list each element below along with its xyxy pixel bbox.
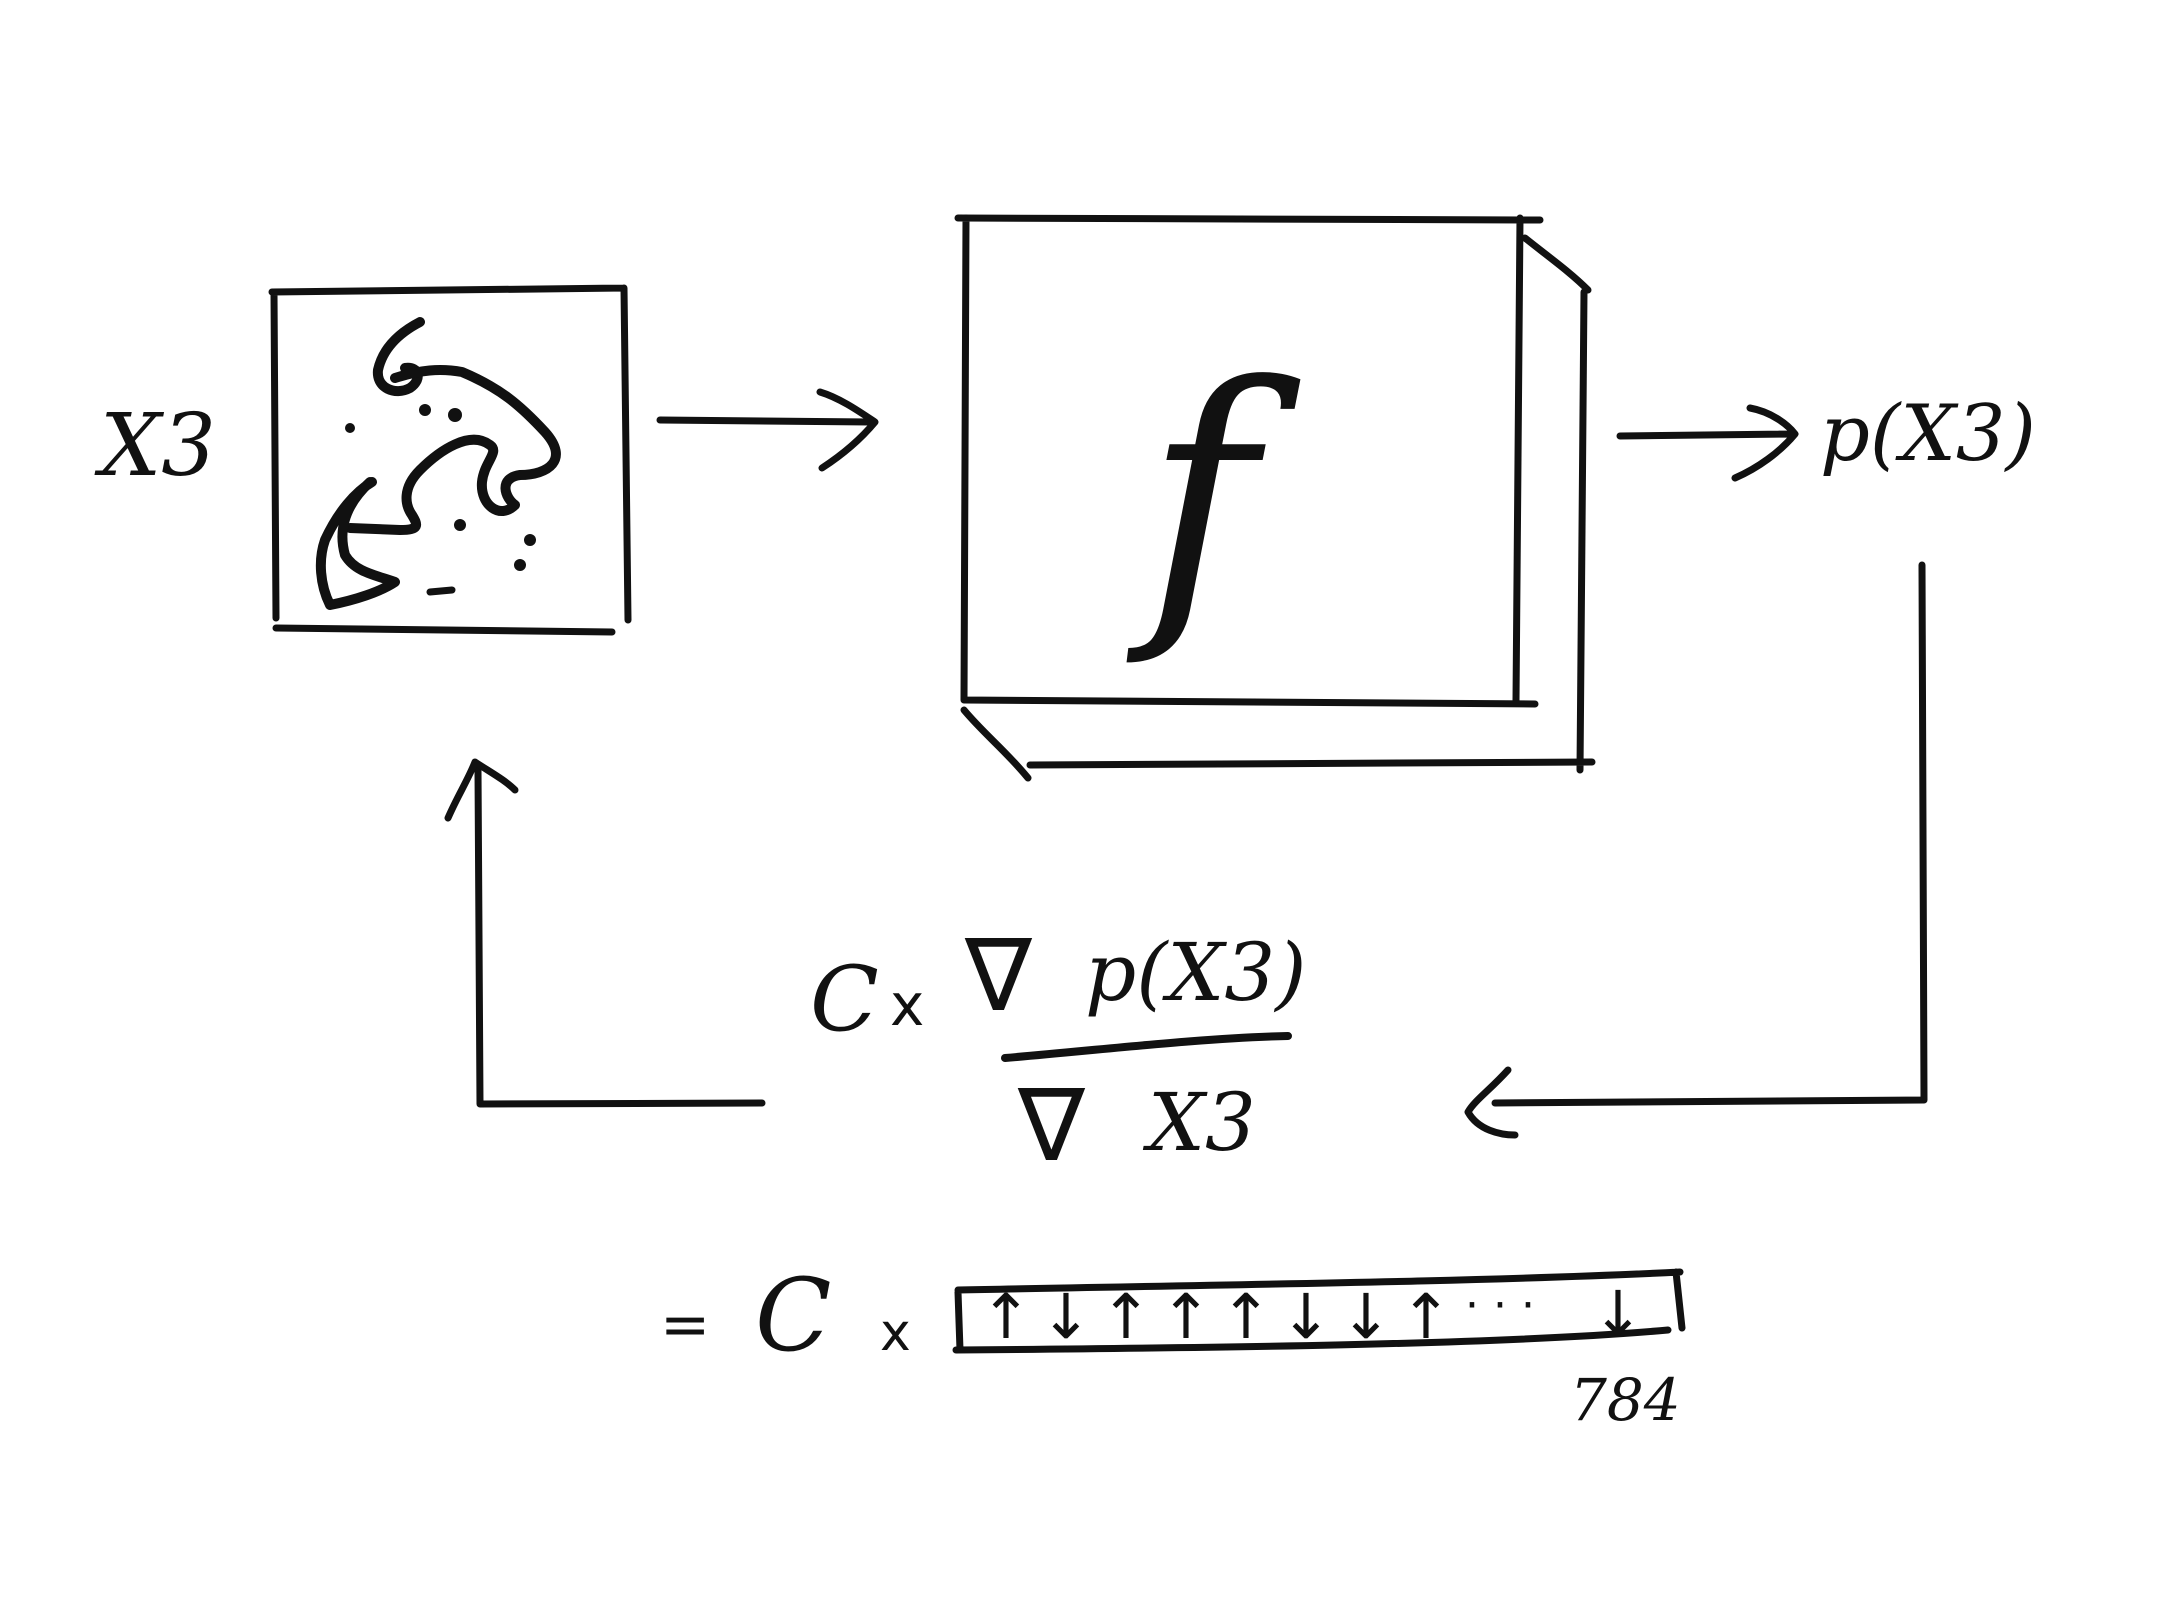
gradient-times: x	[890, 971, 924, 1039]
vector-entry: ↑	[980, 1280, 1032, 1353]
vector-entry: ↑	[1100, 1280, 1152, 1353]
fraction-bar	[1001, 1032, 1292, 1062]
output-label-text: p(X3)	[1820, 389, 2036, 479]
arrow-f-to-output	[1616, 404, 1799, 482]
expansion-equals: =	[660, 1290, 710, 1360]
vector-ellipsis: · · ·	[1465, 1280, 1535, 1331]
gradient-coefficient: C	[810, 947, 879, 1052]
feedback-arrow	[444, 561, 1928, 1139]
vector-entry: ↑	[1400, 1280, 1452, 1353]
expansion-coefficient: C	[755, 1257, 832, 1374]
function-label: f	[1126, 322, 1304, 671]
arrow-input-to-f	[656, 388, 879, 472]
gradient-vector: ↑↓↑↑↑↓↓↑ · · · ↓	[952, 1268, 1686, 1354]
input-image-box	[268, 284, 632, 636]
gradient-denominator: X3	[1142, 1076, 1256, 1169]
gradient-formula: C x ∇ p(X3) ∇ X3	[810, 917, 1306, 1184]
vector-entry: ↑	[1160, 1280, 1212, 1353]
vector-entry: ↓	[1040, 1280, 1092, 1353]
input-label: X3	[94, 396, 216, 496]
output-label: p(X3)	[1820, 389, 2036, 479]
vector-box	[952, 1268, 1686, 1354]
vector-entry: ↑	[1220, 1280, 1272, 1353]
expansion-formula: = C x ↑↓↑↑↑↓↓↑ · · · ↓ 784	[660, 1257, 1686, 1434]
vector-entry: ↓	[1340, 1280, 1392, 1353]
gradient-nabla-top: ∇	[964, 917, 1033, 1034]
function-box: f	[954, 214, 1596, 782]
vector-entry: ↓	[1280, 1280, 1332, 1353]
input-label-x: X3	[94, 396, 216, 496]
gradient-numerator: p(X3)	[1085, 926, 1306, 1019]
vector-length-label: 784	[1570, 1366, 1681, 1434]
gradient-nabla-bottom: ∇	[1017, 1067, 1086, 1184]
vector-entries: ↑↓↑↑↑↓↓↑	[980, 1280, 1452, 1353]
vector-last-entry: ↓	[1592, 1277, 1644, 1350]
expansion-times: x	[880, 1303, 911, 1363]
noisy-digit-icon	[315, 317, 561, 610]
